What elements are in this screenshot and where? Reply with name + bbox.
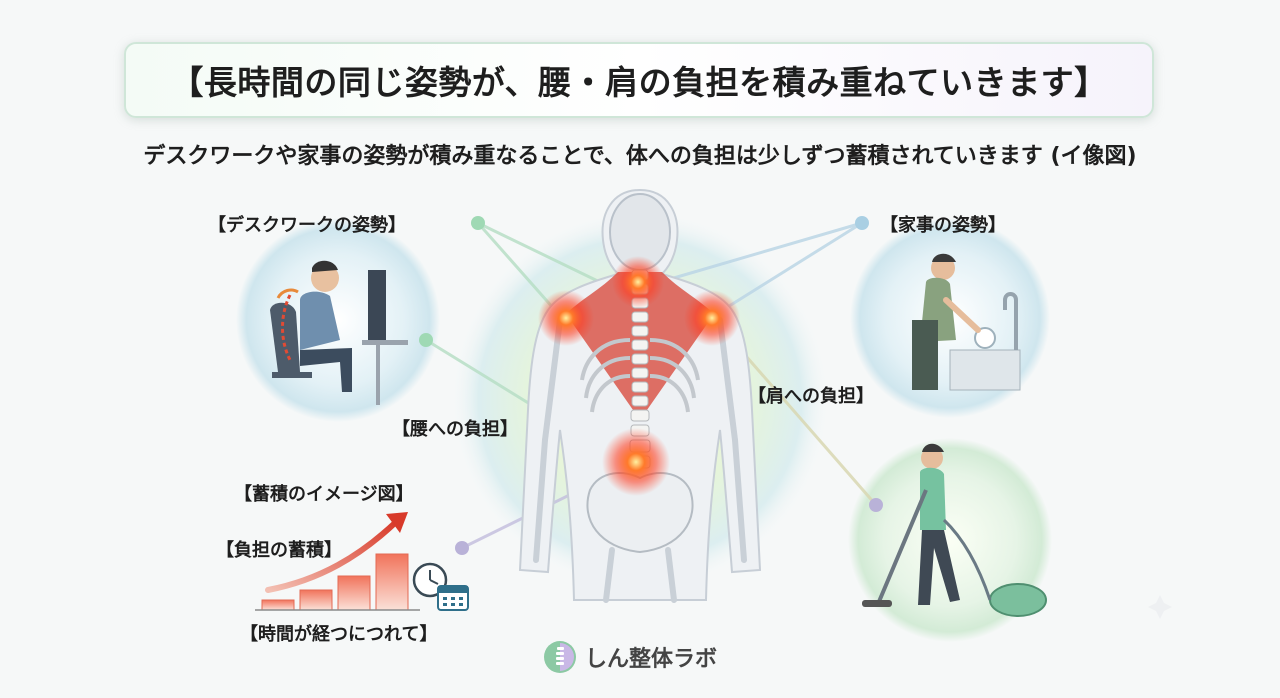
bar-3 xyxy=(337,575,371,611)
lower-back-pain-hotspot xyxy=(602,428,670,496)
bar-4 xyxy=(375,553,409,611)
calendar-icon xyxy=(437,585,469,611)
person-vacuuming-icon xyxy=(862,443,1047,617)
brand-name: しん整体ラボ xyxy=(585,647,718,672)
housework-posture-label: 【家事の姿勢】 xyxy=(880,215,1006,236)
desk-scene-circle xyxy=(236,218,440,422)
page-subtitle: デスクワークや家事の姿勢が積み重なることで、体への負担は少しずつ蓄積されていきま… xyxy=(143,144,1137,169)
accumulation-chart xyxy=(255,512,420,611)
bar-2 xyxy=(299,589,333,611)
person-washing-dishes-icon xyxy=(912,253,1021,391)
title-banner: 【長時間の同じ姿勢が、腰・肩の負担を積み重ねていきます】 xyxy=(124,42,1154,118)
accumulation-image-label: 【蓄積のイメージ図】 xyxy=(234,484,414,505)
skeleton-back-figure xyxy=(518,188,762,603)
burden-accumulation-label: 【負担の蓄積】 xyxy=(216,540,342,561)
person-at-computer-icon xyxy=(270,260,408,405)
neck-pain-hotspot xyxy=(612,256,664,308)
over-time-label: 【時間が経つにつれて】 xyxy=(240,624,438,645)
spine-logo-icon xyxy=(544,641,576,673)
shoulder-burden-label: 【肩への負担】 xyxy=(748,386,874,407)
right-shoulder-pain-hotspot xyxy=(684,290,740,346)
bar-1 xyxy=(261,599,295,611)
rising-arrow xyxy=(265,519,399,593)
left-shoulder-pain-hotspot xyxy=(538,290,594,346)
desk-posture-label: 【デスクワークの姿勢】 xyxy=(208,215,406,236)
lower-back-burden-label: 【腰への負担】 xyxy=(392,419,518,440)
sparkle-icon xyxy=(1148,595,1172,619)
brand-logo: しん整体ラボ xyxy=(543,640,717,674)
page-title: 【長時間の同じ姿勢が、腰・肩の負担を積み重ねていきます】 xyxy=(170,63,1108,102)
